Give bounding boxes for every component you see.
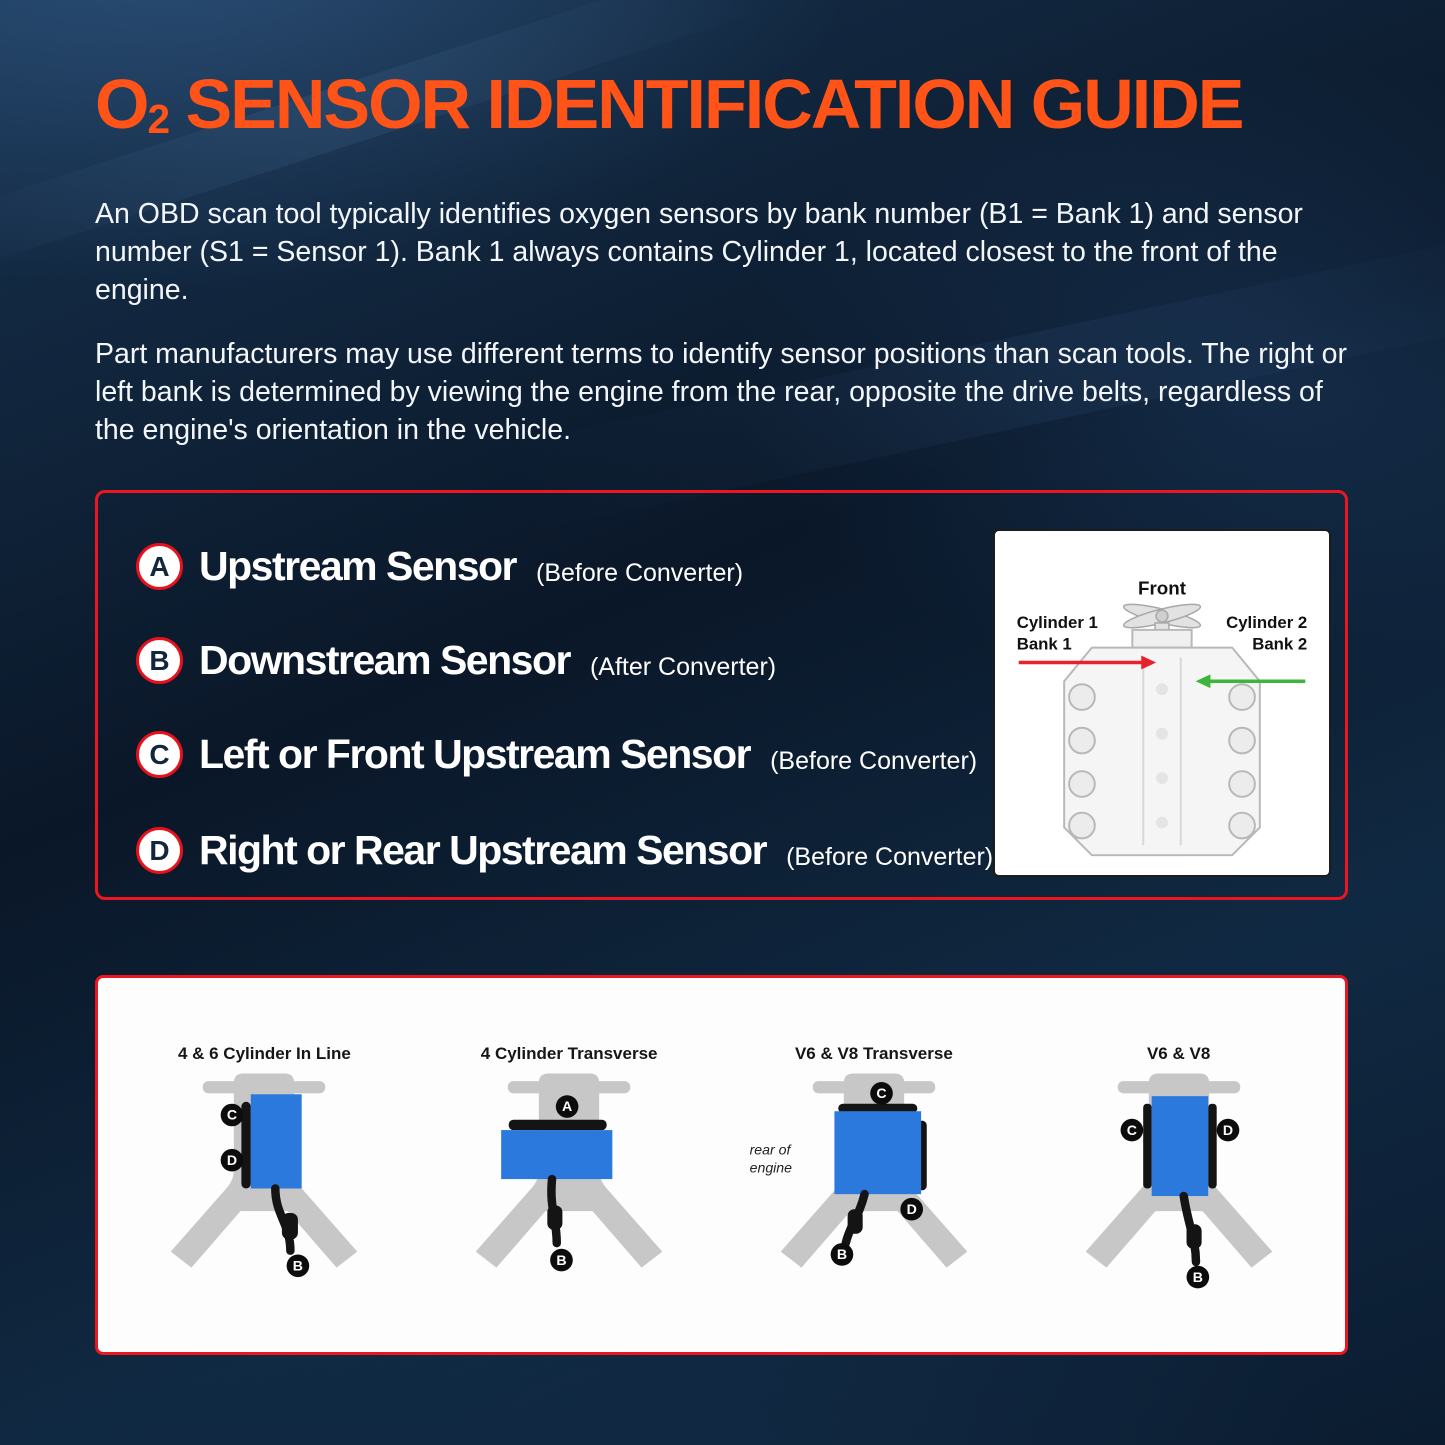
- cylinder1-label: Cylinder 1: [1017, 613, 1098, 632]
- catalytic-converter: [547, 1205, 563, 1230]
- diagram-4cyl-transverse-art: A B: [475, 1073, 663, 1272]
- sensor-badge-c: C: [221, 1103, 244, 1127]
- legend-item-left-front-upstream: C Left or Front Upstream Sensor (Before …: [136, 731, 977, 778]
- legend-item-right-rear-upstream: D Right or Rear Upstream Sensor (Before …: [136, 827, 993, 874]
- svg-text:A: A: [562, 1098, 572, 1114]
- catalytic-converter: [847, 1209, 863, 1234]
- exhaust-manifold: [838, 1103, 918, 1114]
- svg-text:C: C: [1126, 1122, 1136, 1138]
- sensor-badge-b: B: [286, 1254, 310, 1278]
- sensor-badge-b: B: [1186, 1265, 1209, 1289]
- badge-a: A: [136, 543, 183, 590]
- diagram-inline: 4 & 6 Cylinder In Line C D B: [114, 1044, 414, 1311]
- intro-paragraph-1: An OBD scan tool typically identifies ox…: [95, 198, 1303, 306]
- intro-paragraph-2: Part manufacturers may use different ter…: [95, 338, 1347, 446]
- exhaust-manifold: [508, 1119, 607, 1131]
- legend-note-c: (Before Converter): [770, 747, 978, 775]
- diagram-inline-title: 4 & 6 Cylinder In Line: [177, 1044, 351, 1063]
- svg-text:B: B: [1192, 1269, 1202, 1285]
- engine-layout-diagrams-box: 4 & 6 Cylinder In Line C D B: [95, 975, 1348, 1355]
- svg-text:C: C: [227, 1107, 237, 1123]
- diagram-v6v8-transverse-title: V6 & V8 Transverse: [794, 1044, 953, 1063]
- rear-of-engine-note-line1: rear of: [749, 1142, 792, 1158]
- engine-block: [251, 1094, 303, 1189]
- catalytic-converter: [1186, 1224, 1202, 1249]
- cylinder2-label: Cylinder 2: [1226, 613, 1307, 632]
- legend-note-b: (After Converter): [589, 653, 777, 681]
- bank1-arrow: [1018, 655, 1157, 670]
- sensor-badge-a: A: [555, 1095, 579, 1118]
- bank2-arrow: [1195, 674, 1306, 689]
- diagram-v6v8: V6 & V8 C D B: [1029, 1044, 1329, 1311]
- engine-block: [1151, 1096, 1208, 1197]
- exhaust-manifold: [241, 1101, 252, 1189]
- legend-note-d: (Before Converter): [786, 843, 994, 871]
- diagram-v6v8-transverse: V6 & V8 Transverse rear of engine C D: [724, 1044, 1024, 1311]
- engine-block-outline: [1063, 628, 1261, 857]
- front-label: Front: [1138, 577, 1187, 598]
- rear-of-engine-note-line2: engine: [749, 1159, 792, 1175]
- sensor-badge-c: C: [870, 1082, 893, 1105]
- svg-text:B: B: [556, 1252, 566, 1268]
- legend-name-a: Upstream Sensor: [199, 543, 518, 589]
- badge-b: B: [136, 637, 183, 684]
- legend-name-b: Downstream Sensor: [199, 637, 571, 683]
- sensor-badge-d: D: [1216, 1118, 1239, 1142]
- svg-text:D: D: [1223, 1122, 1233, 1138]
- diagram-inline-art: C D B: [171, 1073, 358, 1278]
- legend-note-a: (Before Converter): [536, 559, 744, 587]
- title-o2-subscript: 2: [147, 95, 170, 142]
- bank2-label: Bank 2: [1252, 635, 1307, 654]
- engine-block: [501, 1130, 613, 1180]
- legend-item-upstream: A Upstream Sensor (Before Converter): [136, 543, 743, 590]
- svg-text:B: B: [837, 1246, 847, 1262]
- title-rest: SENSOR IDENTIFICATION GUIDE: [168, 65, 1244, 143]
- sensor-legend-box: A Upstream Sensor (Before Converter) B D…: [95, 490, 1348, 900]
- sensor-badge-b: B: [550, 1248, 573, 1272]
- badge-c: C: [136, 731, 183, 778]
- sensor-badge-b: B: [830, 1243, 854, 1266]
- diagram-4cyl-transverse: 4 Cylinder Transverse A B: [419, 1044, 719, 1311]
- catalytic-converter: [282, 1213, 299, 1240]
- diagram-v6v8-transverse-art: rear of engine C D B: [749, 1073, 968, 1268]
- bank1-label: Bank 1: [1017, 635, 1072, 654]
- svg-text:D: D: [906, 1201, 916, 1217]
- legend-name-c: Left or Front Upstream Sensor: [199, 731, 752, 777]
- svg-text:D: D: [227, 1152, 237, 1168]
- diagram-v6v8-title: V6 & V8: [1146, 1044, 1211, 1063]
- engine-bank-diagram: Front Cylinder 1 Bank 1 Cylinder 2 Bank …: [1017, 577, 1307, 857]
- diagram-v6v8-art: C D B: [1085, 1073, 1272, 1289]
- svg-text:B: B: [293, 1257, 303, 1273]
- engine-fan-icon: [1122, 603, 1202, 640]
- engine-block: [834, 1111, 921, 1195]
- diagram-4cyl-transverse-title: 4 Cylinder Transverse: [480, 1044, 658, 1063]
- sensor-badge-d: D: [221, 1148, 244, 1172]
- legend-item-downstream: B Downstream Sensor (After Converter): [136, 637, 776, 684]
- title-o2-o: O: [95, 65, 149, 143]
- page-title: O2 SENSOR IDENTIFICATION GUIDE: [95, 64, 1244, 144]
- sensor-badge-d: D: [900, 1197, 923, 1221]
- svg-text:C: C: [876, 1085, 886, 1101]
- sensor-badge-c: C: [1120, 1118, 1143, 1142]
- legend-name-d: Right or Rear Upstream Sensor: [199, 827, 768, 873]
- badge-d: D: [136, 827, 183, 874]
- engine-bank-panel: Front Cylinder 1 Bank 1 Cylinder 2 Bank …: [993, 529, 1331, 877]
- exhaust-manifold-right: [1207, 1103, 1217, 1189]
- exhaust-manifold-left: [1142, 1103, 1152, 1189]
